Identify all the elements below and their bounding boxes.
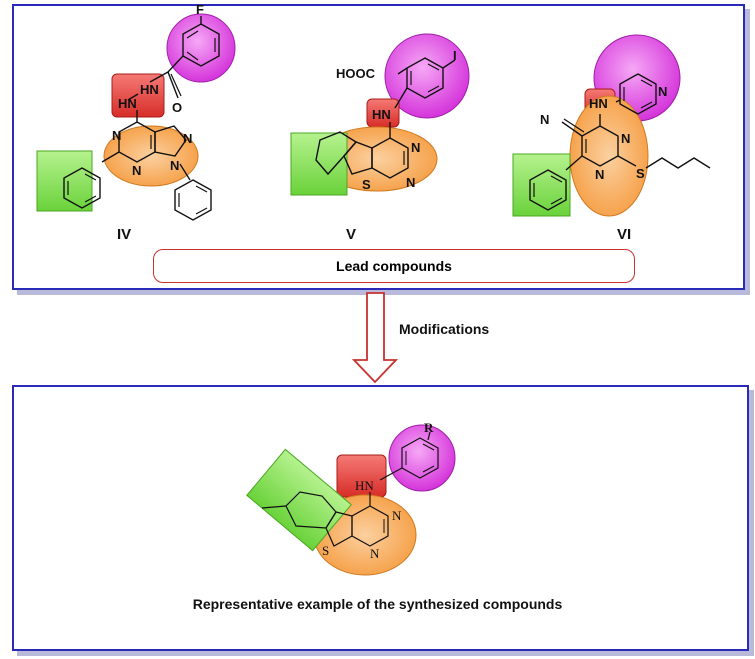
iv-atom-HN-1: HN <box>140 82 159 97</box>
representative-caption: Representative example of the synthesize… <box>192 596 563 612</box>
vi-atom-N-pyridine: N <box>658 84 667 99</box>
vi-atom-HN: HN <box>589 96 608 111</box>
iv-red-box <box>111 73 165 118</box>
iv-atom-F: F <box>196 2 204 17</box>
v-atom-S: S <box>362 177 371 192</box>
iv-atom-N2: N <box>132 163 141 178</box>
iv-atom-N4: N <box>170 158 179 173</box>
compound-label-v: V <box>346 226 357 243</box>
compound-label-iv: IV <box>117 226 132 243</box>
v-atom-N2: N <box>406 175 415 190</box>
compound-label-vi: VI <box>617 226 632 243</box>
rep-green-box <box>246 448 352 552</box>
lead-compounds-label: Lead compounds <box>336 258 452 274</box>
iv-atom-N3: N <box>183 131 192 146</box>
lead-compounds-box: Lead compounds <box>153 249 635 283</box>
rep-atom-R: R <box>424 420 434 435</box>
v-atom-HOOC: HOOC <box>336 66 376 81</box>
iv-atom-HN-2: HN <box>118 96 137 111</box>
vi-atom-N: N <box>540 112 549 127</box>
iv-green-box <box>36 150 93 212</box>
iv-atom-O: O <box>172 100 182 115</box>
iv-orange-ellipse <box>103 125 199 187</box>
vi-atom-N1: N <box>621 131 630 146</box>
modification-arrow <box>351 292 399 384</box>
iv-atom-N1: N <box>112 128 121 143</box>
v-atom-N1: N <box>411 140 420 155</box>
rep-atom-N2: N <box>370 546 380 561</box>
vi-atom-N2: N <box>595 167 604 182</box>
compound-iv: F HN HN O N N N N <box>36 2 236 221</box>
compound-vi: N HN N N N S <box>512 34 711 217</box>
rep-atom-HN: HN <box>355 478 374 493</box>
iv-magenta-circle <box>166 13 236 83</box>
representative-compound: R HN N N S <box>246 420 456 576</box>
v-atom-HN: HN <box>372 107 391 122</box>
rep-magenta-circle <box>388 424 456 492</box>
v-atom-I: I <box>453 48 457 63</box>
vi-atom-S: S <box>636 166 645 181</box>
rep-atom-N1: N <box>392 508 402 523</box>
modifications-label: Modifications <box>399 321 490 337</box>
v-magenta-circle <box>384 33 470 119</box>
rep-atom-S: S <box>322 543 329 558</box>
compound-v: HOOC I HN N N S <box>290 33 470 196</box>
